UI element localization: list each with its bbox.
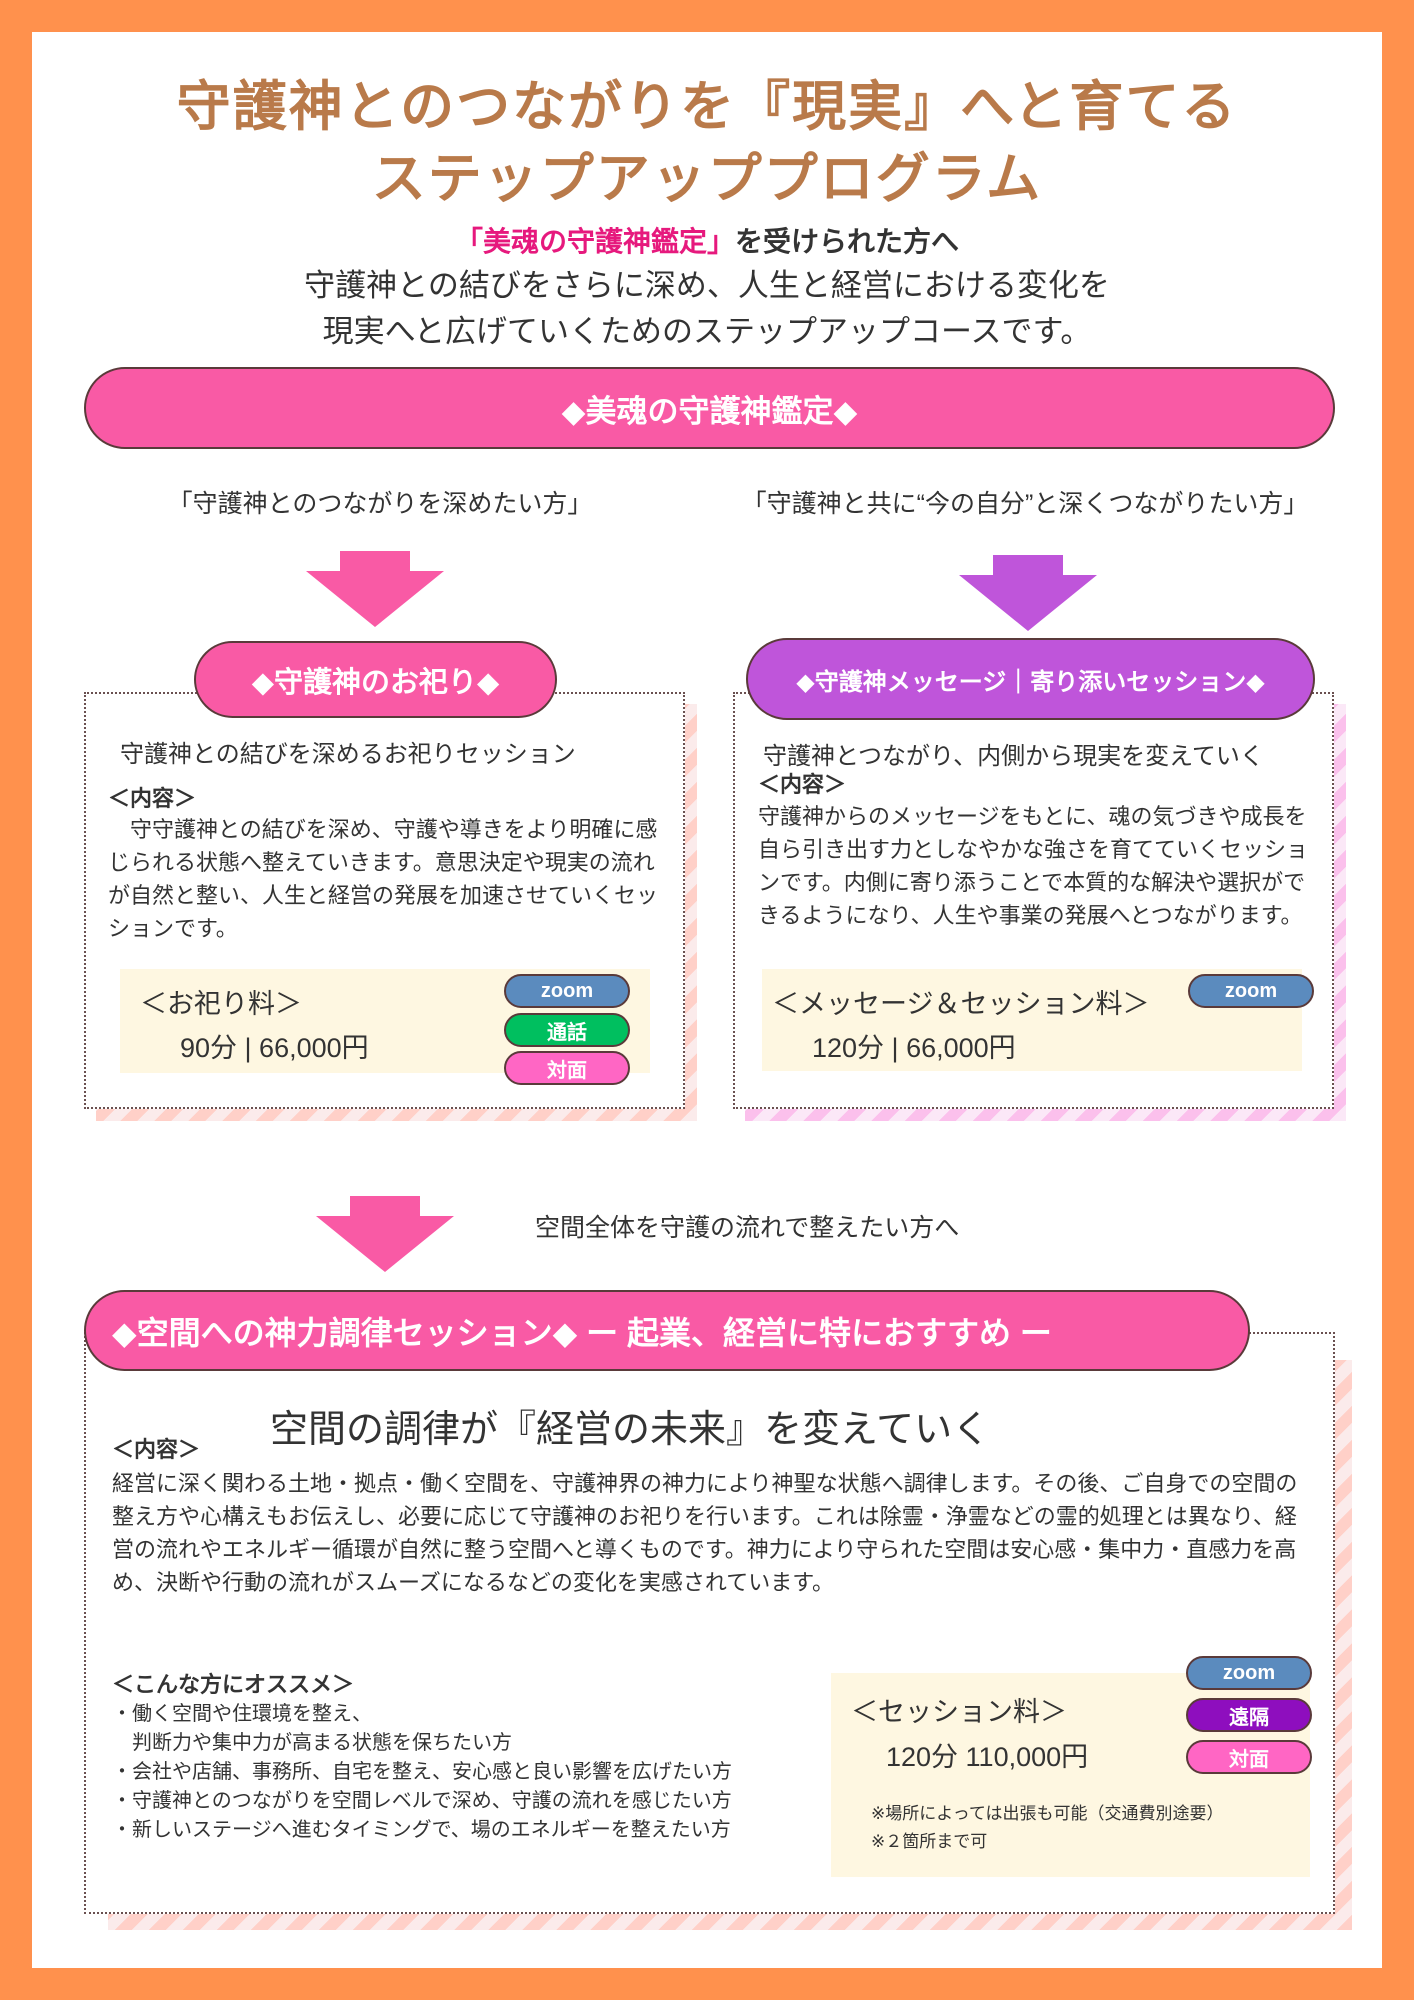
zoom-badge: zoom: [1188, 974, 1314, 1008]
intro-line-2: 現実へと広げていくためのステップアップコースです。: [322, 314, 1092, 349]
recommend-item: 判断力や集中力が高まる状態を保ちたい方: [112, 1732, 512, 1754]
course3-content-heading: ＜内容＞: [112, 1437, 201, 1462]
call-badge: 通話: [504, 1013, 630, 1047]
recommend-item: ・会社や店舗、事務所、自宅を整え、安心感と良い影響を広げたい方: [112, 1761, 732, 1783]
note: ※場所によっては出張も可能（交通費別途要）: [871, 1804, 1224, 1823]
left-path-label: 「守護神とのつながりを深めたい方」: [167, 490, 593, 518]
course3-headline: 空間の調律が『経営の未来』を変えていく: [270, 1409, 991, 1451]
course3-content: 経営に深く関わる土地・拠点・働く空間を、守護神界の神力により神聖な状態へ調律しま…: [112, 1471, 1298, 1595]
course1-fee-label: ＜お祀り料＞: [140, 989, 302, 1019]
in-person-badge: 対面: [1186, 1740, 1312, 1774]
course2-title: ◆守護神メッセージ｜寄り添いセッション◆: [746, 638, 1315, 720]
course1-title: ◆守護神のお祀り◆: [194, 641, 557, 718]
course2-fee: 120分 | 66,000円: [812, 1033, 1016, 1063]
course1-content-heading: ＜内容＞: [108, 786, 197, 811]
course1-fee: 90分 | 66,000円: [180, 1033, 369, 1063]
course2-subtitle: 守護神とつながり、内側から現実を変えていく: [763, 743, 1264, 770]
course3-notes: ※場所によっては出張も可能（交通費別途要） ※２箇所まで可: [871, 1800, 1224, 1856]
course3-fee: 120分 110,000円: [886, 1742, 1089, 1772]
down-arrow-icon: [959, 555, 1097, 631]
right-path-label: 「守護神と共に“今の自分”と深くつながりたい方」: [741, 490, 1309, 518]
course1-subtitle: 守護神との結びを深めるお祀りセッション: [120, 741, 576, 768]
title-line-2: ステップアッププログラム: [371, 149, 1043, 209]
course1-content: 守守護神との結びを深め、守護や導きをより明確に感じられる状態へ整えていきます。意…: [108, 817, 659, 941]
down-arrow-icon: [306, 551, 444, 627]
course3-fee-label: ＜セッション料＞: [851, 1697, 1067, 1727]
target-line: 「美魂の守護神鑑定」を受けられた方へ: [0, 220, 1414, 260]
highlight-text: 「美魂の守護神鑑定」: [454, 226, 735, 257]
bottom-path-label: 空間全体を守護の流れで整えたい方へ: [535, 1214, 960, 1242]
recommend-list: ・働く空間や住環境を整え、 判断力や集中力が高まる状態を保ちたい方 ・会社や店舗…: [112, 1700, 732, 1845]
course2-fee-label: ＜メッセージ＆セッション料＞: [772, 989, 1150, 1019]
recommend-heading: ＜こんな方にオススメ＞: [112, 1672, 355, 1697]
recommend-item: ・働く空間や住環境を整え、: [112, 1703, 372, 1725]
course2-content: 守護神からのメッセージをもとに、魂の気づきや成長を自ら引き出す力としなやかな強さ…: [758, 804, 1309, 928]
main-banner: ◆美魂の守護神鑑定◆: [84, 367, 1335, 449]
course2-content-heading: ＜内容＞: [758, 772, 847, 797]
note: ※２箇所まで可: [871, 1832, 988, 1851]
in-person-badge: 対面: [504, 1051, 630, 1085]
highlight-suffix: を受けられた方へ: [735, 226, 960, 257]
course3-title: ◆空間への神力調律セッション◆ ー 起業、経営に特におすすめ ー: [84, 1290, 1250, 1371]
recommend-item: ・新しいステージへ進むタイミングで、場のエネルギーを整えたい方: [112, 1819, 731, 1841]
recommend-item: ・守護神とのつながりを空間レベルで深め、守護の流れを感じたい方: [112, 1790, 732, 1812]
zoom-badge: zoom: [504, 974, 630, 1008]
intro-line-1: 守護神との結びをさらに深め、人生と経営における変化を: [304, 268, 1110, 303]
remote-badge: 遠隔: [1186, 1698, 1312, 1732]
zoom-badge: zoom: [1186, 1656, 1312, 1690]
title-line-1: 守護神とのつながりを『現実』へと育てる: [176, 77, 1238, 137]
down-arrow-icon: [316, 1196, 454, 1272]
